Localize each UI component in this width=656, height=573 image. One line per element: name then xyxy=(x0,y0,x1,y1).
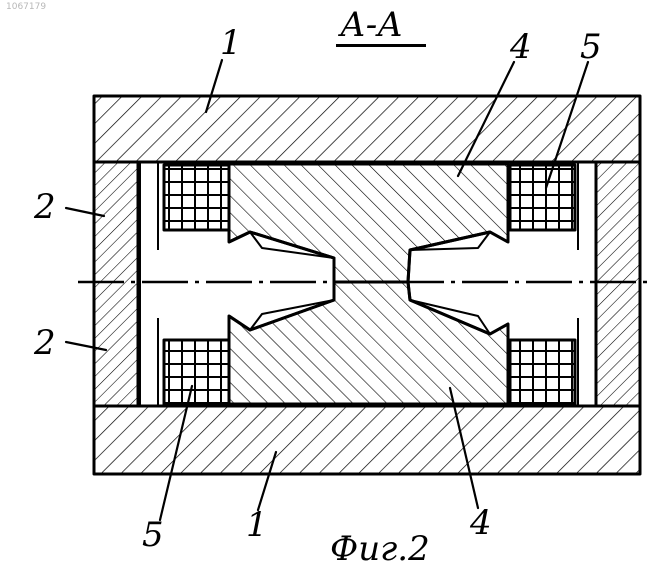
magnet-core-lower xyxy=(229,282,508,404)
figure-caption: Фиг.2 xyxy=(330,532,430,566)
end-plate-left xyxy=(94,162,138,406)
callout-end-plate-upper: 2 xyxy=(34,190,56,224)
winding-top-right xyxy=(510,165,575,230)
section-label: А-А xyxy=(340,8,403,42)
winding-top-left xyxy=(164,165,229,230)
end-plate-right xyxy=(596,162,640,406)
housing-wall-bottom xyxy=(94,406,640,474)
callout-end-plate-lower: 2 xyxy=(34,326,56,360)
callout-winding-bottom: 5 xyxy=(142,518,164,552)
callout-magnet-top: 4 xyxy=(510,30,532,64)
magnet-core-upper xyxy=(229,164,508,282)
winding-bottom-left xyxy=(164,340,229,405)
section-underline xyxy=(336,44,426,47)
winding-bottom-right xyxy=(510,340,575,405)
callout-housing-bottom: 1 xyxy=(246,508,268,542)
callout-winding-top: 5 xyxy=(580,30,602,64)
callout-magnet-bottom: 4 xyxy=(470,506,492,540)
callout-housing-top: 1 xyxy=(220,26,242,60)
